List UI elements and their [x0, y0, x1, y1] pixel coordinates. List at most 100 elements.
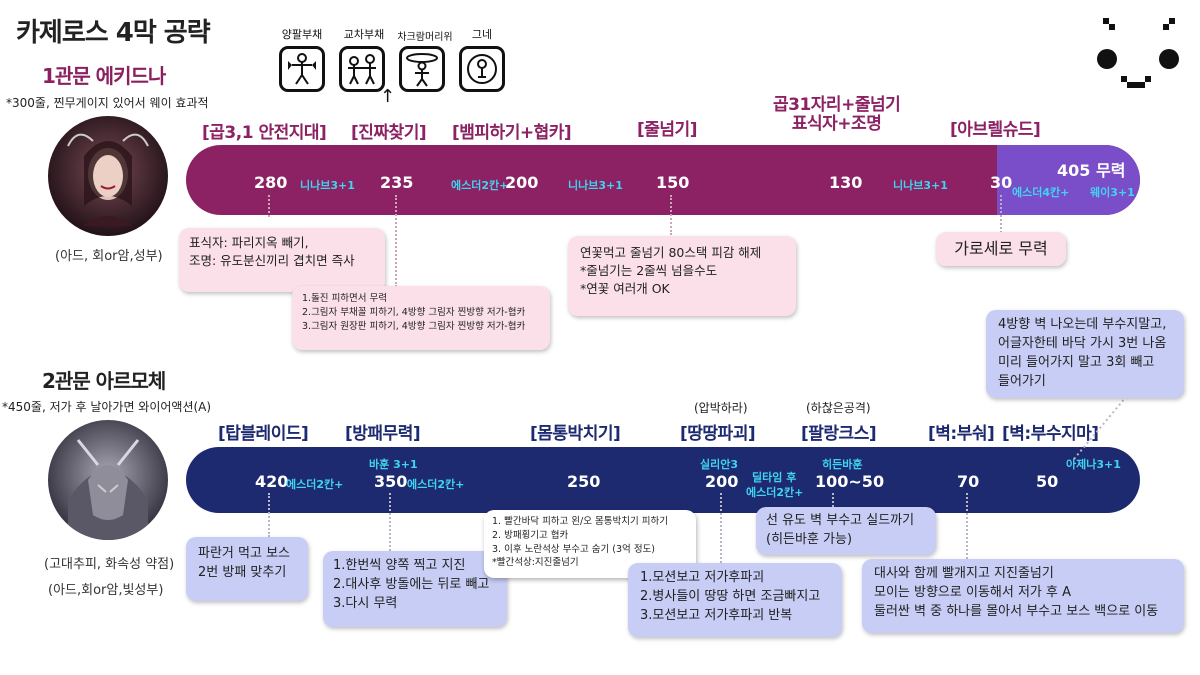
bracket-wall-no-break: [벽:부수지마]: [1002, 424, 1099, 444]
connector-100: [832, 493, 834, 507]
connector-150: [670, 195, 672, 235]
hp-150: 150: [656, 173, 690, 192]
stage1-note: *300줄, 찐무게이지 있어서 웨이 효과적: [6, 96, 209, 110]
bracket-body-slam: [몸통박치기]: [530, 424, 621, 444]
stage1-note-marker: 표식자: 파리지옥 빼기, 조명: 유도분신끼리 겹치면 즉사: [179, 228, 385, 292]
bracket-multiply-jump: 곱31자리+줄넘기 표식자+조명: [773, 95, 901, 134]
cue-bahun: 바훈 3+1: [369, 458, 418, 471]
hp-100-50: 100~50: [815, 472, 885, 491]
hp-30: 30: [990, 173, 1013, 192]
note-line: 연꽃먹고 줄넘기 80스택 피감 해제: [580, 245, 762, 260]
stage2-note-wall-break: 대사와 함께 빨개지고 지진줄넘기 모이는 방향으로 이동해서 저가 후 A 둘…: [862, 559, 1184, 633]
bracket-snake-dodge: [뱀피하기+협카]: [452, 123, 572, 143]
note-line: *연꽃 여러개 OK: [580, 281, 670, 297]
stage2-note-top-blade: 파란거 먹고 보스 2번 방패 맞추기: [186, 537, 308, 601]
swing-icon: [459, 46, 505, 92]
cue-ninav-3: 니나브3+1: [893, 179, 948, 192]
stage2-title: 2관문 아르모체: [42, 369, 166, 393]
hp-250: 250: [567, 472, 601, 491]
bracket-jump-rope: [줄넘기]: [637, 120, 697, 140]
note-line: 1.한번씩 양쪽 찍고 지진: [333, 558, 466, 573]
note-line: 2. 방패휭기고 협카: [492, 529, 569, 541]
note-line: 표식자: 파리지옥 빼기,: [189, 235, 309, 250]
note-line: 둘러싼 벽 중 하나를 몰아서 부수고 보스 백으로 이동: [874, 603, 1159, 619]
stage2-caption-build: (아드,회or암,빛성부): [48, 583, 164, 598]
icon-label-swing: 그네: [471, 28, 493, 41]
stage1-note-jump-rope: 연꽃먹고 줄넘기 80스택 피감 해제 *줄넘기는 2줄씩 넘을수도 *연꽃 여…: [568, 236, 796, 316]
note-line: 미리 들어가지 말고 3회 빼고: [998, 354, 1155, 370]
hp-405: 405 무력: [1057, 161, 1126, 180]
bracket-multi-line-1: 곱31자리+줄넘기: [773, 95, 901, 115]
bracket-safe-zone: [곱3,1 안전지대]: [202, 123, 327, 143]
cue-ninav-2: 니나브3+1: [568, 179, 623, 192]
connector-350: [389, 493, 391, 551]
note-line: 4방향 벽 나오는데 부수지말고,: [998, 317, 1167, 332]
label-trivial-attack: (하찮은공격): [806, 401, 871, 415]
stage2-note-ground-break: 1.모션보고 저가후파괴 2.병사들이 땅땅 하면 조금빠지고 3.모션보고 저…: [628, 563, 842, 637]
connector-30: [1000, 195, 1002, 233]
note-line: 파란거 먹고 보스: [198, 546, 290, 561]
hp-420: 420: [255, 472, 289, 491]
stage1-note-stagger: 가로세로 무력: [936, 232, 1066, 266]
note-line: (히든바훈 가능): [766, 531, 853, 547]
note-line: 들어가기: [998, 373, 1046, 389]
hp-70: 70: [957, 472, 980, 491]
connector-50: [1070, 393, 1130, 463]
note-line: 1.모션보고 저가후파괴: [640, 570, 765, 585]
note-line: 모이는 방향으로 이동해서 저가 후 A: [874, 584, 1071, 600]
bracket-ground-break: [땅땅파괴]: [680, 424, 756, 444]
note-line: 2번 방패 맞추기: [198, 564, 287, 580]
hp-200-s2: 200: [705, 472, 739, 491]
cue-azena: 아제나3+1: [1066, 458, 1121, 471]
hp-350: 350: [374, 472, 408, 491]
icon-label-two-fans: 양팔부채: [281, 28, 323, 41]
stage1-title: 1관문 에키드나: [42, 64, 166, 88]
label-press: (압박하라): [694, 401, 748, 415]
cue-esther-350: 에스더2칸+: [407, 478, 465, 491]
cue-silian: 실리안3: [700, 458, 739, 471]
chakram-overhead-figure-icon: [399, 46, 445, 92]
bracket-top-blade: [탑블레이드]: [218, 424, 309, 444]
note-line: 어글자한테 바닥 가시 3번 나옴: [998, 335, 1167, 351]
note-line: *줄넘기는 2줄씩 넘을수도: [580, 263, 718, 279]
note-line: 1.돌진 피하면서 무력: [302, 293, 388, 304]
cue-esther-2: 에스더2칸+: [451, 179, 509, 192]
cue-esther-420: 에스더2칸+: [286, 478, 344, 491]
page-title: 카제로스 4막 공략: [16, 18, 211, 48]
note-line: 1. 빨간바닥 피하고 왼/오 몸통박치기 피하기: [492, 516, 668, 527]
bracket-phalanx: [팔랑크스]: [801, 424, 877, 444]
note-line: 선 유도 벽 부수고 실드까기: [766, 513, 915, 528]
stage1-caption: (아드, 회or암,성부): [55, 249, 163, 264]
connector-420: [268, 493, 270, 537]
cue-hidden-bahun: 히든바훈: [822, 458, 863, 471]
hp-200: 200: [505, 173, 539, 192]
bracket-find-real: [진짜찾기]: [351, 123, 427, 143]
bracket-shield-stagger: [방패무력]: [345, 424, 421, 444]
bracket-wall-break: [벽:부숴]: [928, 424, 995, 444]
bracket-abrelshud: [아브렐슈드]: [950, 120, 1041, 140]
connector-235: [395, 195, 397, 287]
stage1-note-find-real: 1.돌진 피하면서 무력 2.그림자 부채꼴 피하기, 4방향 그림자 찐방향 …: [292, 286, 550, 350]
cue-esther-after: 에스더2칸+: [746, 486, 804, 499]
hp-50: 50: [1036, 472, 1059, 491]
pattern-icons: 양팔부채 교차부채 차크람머리위 그네 ↑: [276, 26, 506, 107]
connector-280: [268, 195, 270, 217]
hp-130: 130: [829, 173, 863, 192]
note-line: 2.그림자 부채꼴 피하기, 4방향 그림자 찐방향 저가-협카: [302, 306, 526, 318]
stage1-hp-bar-end-segment: [997, 145, 1140, 215]
note-line: *빨간석상:지진줄넘기: [492, 557, 579, 569]
note-line: 대사와 함께 빨개지고 지진줄넘기: [874, 566, 1054, 581]
stage1-hp-bar: [186, 145, 1140, 215]
stage2-note-shield: 1.한번씩 양쪽 찍고 지진 2.대사후 방돌에는 뒤로 빼고 3.다시 무력: [323, 551, 507, 627]
note-line: 조명: 유도분신끼리 겹치면 즉사: [189, 253, 355, 269]
stage2-note: *450줄, 저가 후 날아가면 와이어액션(A): [2, 400, 212, 414]
mascot-face-icon: [1085, 12, 1190, 102]
hp-280: 280: [254, 173, 288, 192]
two-fans-figure-icon: [279, 46, 325, 92]
stage2-hp-bar: [186, 447, 1140, 513]
crossed-fans-figure-icon: [339, 46, 385, 92]
bracket-multi-line-2: 표식자+조명: [791, 113, 882, 134]
note-line: 3.그림자 원장판 피하기, 4방향 그림자 찐방향 저가-협카: [302, 320, 526, 332]
stage2-note-phalanx: 선 유도 벽 부수고 실드까기 (히든바훈 가능): [756, 507, 936, 555]
note-line: 2.대사후 방돌에는 뒤로 빼고: [333, 576, 490, 592]
